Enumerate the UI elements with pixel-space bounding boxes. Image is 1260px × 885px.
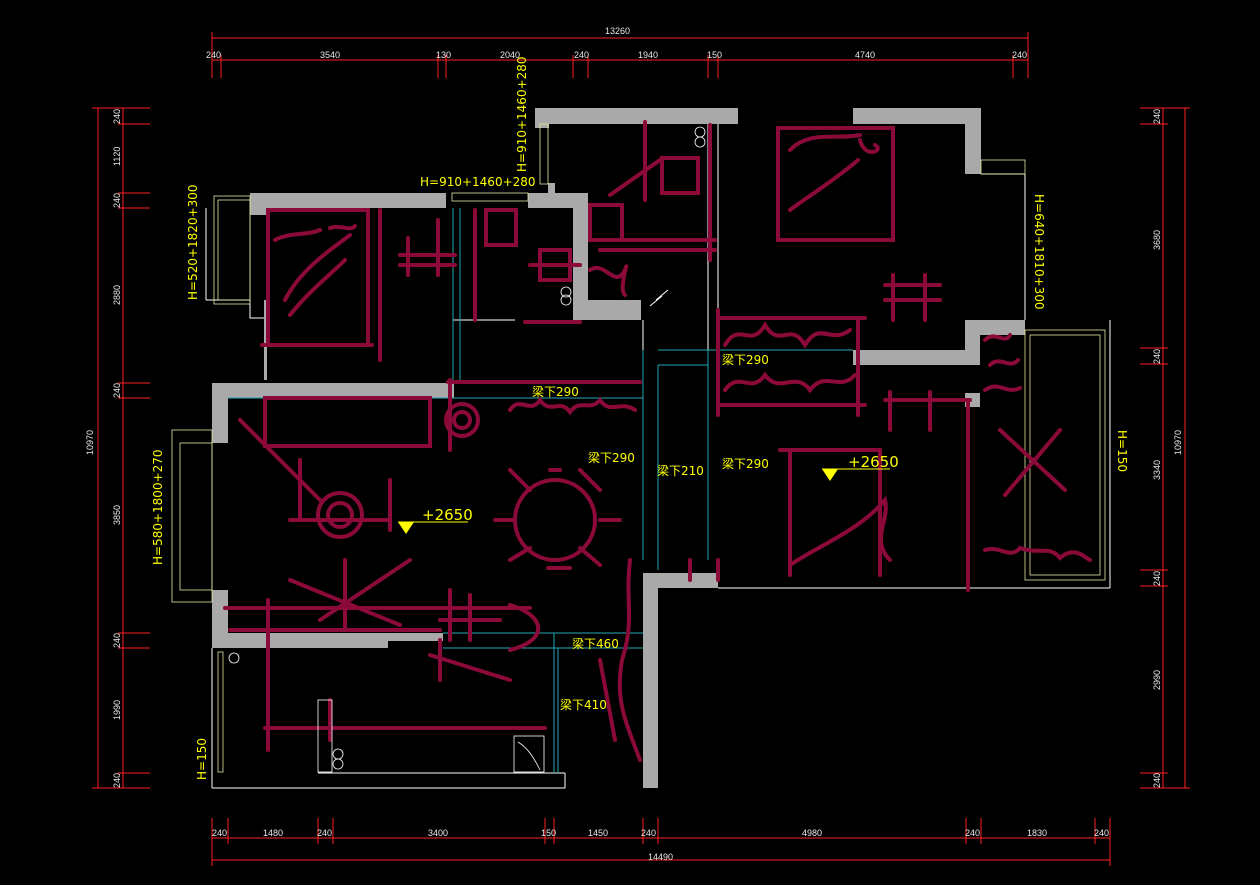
- top-dim-6: 150: [707, 50, 722, 60]
- beam-label-5: 梁下290: [722, 456, 769, 471]
- elevation-label-2: +2650: [848, 453, 899, 471]
- top-dim-labels: 240 3540 130 2040 240 1940 150 4740 240: [206, 50, 1027, 60]
- left-dim-5: 3850: [112, 505, 122, 525]
- right-dim-0: 240: [1152, 109, 1162, 124]
- right-dim-2: 240: [1152, 349, 1162, 364]
- top-dim-3: 2040: [500, 50, 520, 60]
- left-dim-0: 240: [112, 109, 122, 124]
- top-total-dim: 13260: [605, 26, 630, 36]
- bottom-total-dim: 14490: [648, 852, 673, 862]
- window-height-bottom-left: H=150: [195, 738, 209, 780]
- bottom-dim-2: 240: [317, 828, 332, 838]
- beam-label-6: 梁下460: [572, 636, 619, 651]
- left-dim-2: 240: [112, 193, 122, 208]
- window-height-left-bedroom: H=520+1820+300: [186, 184, 200, 300]
- fixtures: [228, 126, 706, 773]
- top-dim-8: 240: [1012, 50, 1027, 60]
- window-height-top-left: H=910+1460+280: [420, 175, 536, 189]
- elevation-label-1: +2650: [422, 506, 473, 524]
- top-dim-4: 240: [574, 50, 589, 60]
- right-dim-labels: 10970 240 3680 240 3340 240 2990 240: [1152, 109, 1183, 788]
- right-dim-3: 3340: [1152, 460, 1162, 480]
- top-dim-0: 240: [206, 50, 221, 60]
- elevation-marker-1: [398, 522, 414, 534]
- left-dim-7: 1990: [112, 700, 122, 720]
- top-dim-1: 3540: [320, 50, 340, 60]
- right-dim-4: 240: [1152, 571, 1162, 586]
- beam-label-1: 梁下290: [722, 352, 769, 367]
- top-dim-5: 1940: [638, 50, 658, 60]
- bottom-dim-3: 3400: [428, 828, 448, 838]
- bottom-dim-5: 1450: [588, 828, 608, 838]
- top-dimension-chain: [211, 32, 1029, 78]
- bottom-dim-6: 240: [641, 828, 656, 838]
- bottom-dim-8: 240: [965, 828, 980, 838]
- beam-label-2: 梁下290: [532, 384, 579, 399]
- bottom-dim-7: 4980: [802, 828, 822, 838]
- walls: [212, 108, 1025, 788]
- window-height-right-top: H=640+1810+300: [1032, 194, 1046, 310]
- top-dim-7: 4740: [855, 50, 875, 60]
- right-dim-6: 240: [1152, 773, 1162, 788]
- beam-label-3: 梁下290: [588, 450, 635, 465]
- left-dim-labels: 10970 240 1120 240 2880 240 3850 240 199…: [85, 109, 122, 788]
- right-dimension-chain: [1140, 107, 1190, 789]
- window-height-living: H=580+1800+270: [151, 449, 165, 565]
- left-dim-4: 240: [112, 383, 122, 398]
- beam-label-7: 梁下410: [560, 697, 607, 712]
- window-height-top-vertical: H=910+1460+280: [515, 56, 529, 172]
- bottom-dim-labels: 240 1480 240 3400 150 1450 240 4980 240 …: [212, 828, 1109, 838]
- right-dim-5: 2990: [1152, 670, 1162, 690]
- bottom-dim-9: 1830: [1027, 828, 1047, 838]
- left-total-dim: 10970: [85, 430, 95, 455]
- beam-label-4: 梁下210: [657, 463, 704, 478]
- furniture-sketch: [223, 120, 1092, 762]
- bottom-dim-1: 1480: [263, 828, 283, 838]
- bottom-dimension-chain: [211, 818, 1111, 866]
- left-dim-8: 240: [112, 773, 122, 788]
- right-dim-1: 3680: [1152, 230, 1162, 250]
- left-dimension-chain: [92, 107, 150, 789]
- bottom-dim-0: 240: [212, 828, 227, 838]
- left-dim-3: 2880: [112, 285, 122, 305]
- elevation-marker-2: [822, 469, 838, 481]
- bottom-dim-10: 240: [1094, 828, 1109, 838]
- left-dim-6: 240: [112, 633, 122, 648]
- right-total-dim: 10970: [1173, 430, 1183, 455]
- left-dim-1: 1120: [112, 147, 122, 166]
- window-height-right: H=150: [1115, 430, 1129, 472]
- bottom-dim-4: 150: [541, 828, 556, 838]
- top-dim-2: 130: [436, 50, 451, 60]
